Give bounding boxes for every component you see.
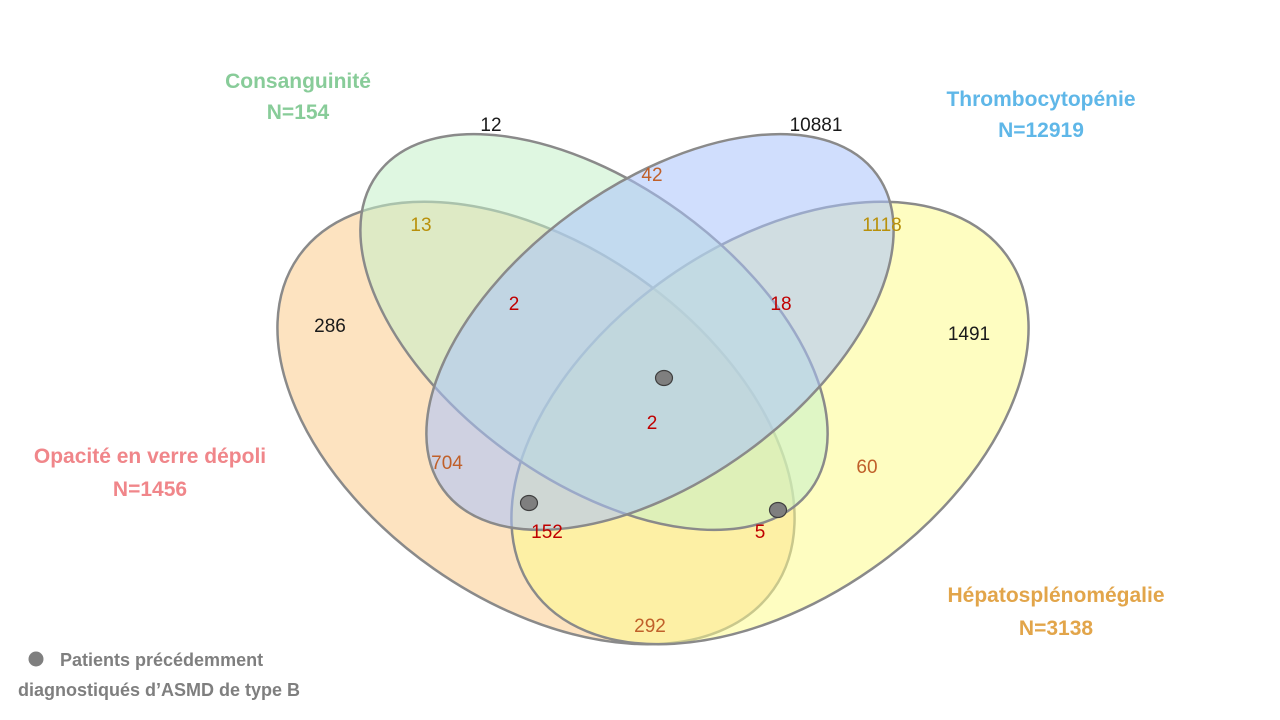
region-consanguinite-only: 12 xyxy=(480,115,501,136)
ellipse-thrombocytopenie xyxy=(425,132,895,532)
region-opacite-thrombo-hepato: 152 xyxy=(531,522,563,543)
hepato-count: N=3138 xyxy=(1019,617,1093,640)
set-labels: Consanguinité N=154 Thrombocytopénie N=1… xyxy=(34,70,1165,640)
venn-ellipses xyxy=(276,132,1030,646)
region-consanguinite-opacite-hepato: 5 xyxy=(755,522,766,543)
region-opacite-hepato: 292 xyxy=(634,616,666,637)
region-consanguinite-thrombo: 42 xyxy=(641,165,662,186)
patient-dot-center xyxy=(654,369,674,387)
patient-dot-left xyxy=(519,494,539,512)
legend-line-1: Patients précédemment xyxy=(60,650,263,670)
region-opacite-only: 286 xyxy=(314,316,346,337)
legend-dot-icon xyxy=(28,651,44,667)
hepato-label: Hépatosplénomégalie xyxy=(947,584,1164,607)
patient-markers xyxy=(519,369,788,519)
legend: Patients précédemment diagnostiqués d’AS… xyxy=(18,650,300,700)
region-hepato-only: 1491 xyxy=(948,324,990,345)
region-thrombo-hepato: 1118 xyxy=(862,215,901,236)
opacite-label: Opacité en verre dépoli xyxy=(34,445,266,468)
region-counts: 12 10881 286 1491 42 13 1118 2 18 2 704 … xyxy=(314,115,990,637)
region-opacite-thrombo: 704 xyxy=(431,453,463,474)
opacite-count: N=1456 xyxy=(113,478,187,501)
consanguinite-label: Consanguinité xyxy=(225,70,371,93)
region-consanguinite-hepato: 60 xyxy=(856,457,877,478)
patient-dot-right xyxy=(768,501,788,519)
region-consanguinite-thrombo-opacite: 2 xyxy=(509,294,520,315)
region-consanguinite-opacite: 13 xyxy=(410,215,431,236)
consanguinite-count: N=154 xyxy=(267,101,330,124)
thrombocytopenie-count: N=12919 xyxy=(998,119,1084,142)
region-consanguinite-thrombo-hepato: 18 xyxy=(770,294,791,315)
region-all-four: 2 xyxy=(647,413,658,434)
legend-line-2: diagnostiqués d’ASMD de type B xyxy=(18,680,300,700)
region-thrombo-only: 10881 xyxy=(790,115,843,136)
thrombocytopenie-label: Thrombocytopénie xyxy=(946,88,1135,111)
